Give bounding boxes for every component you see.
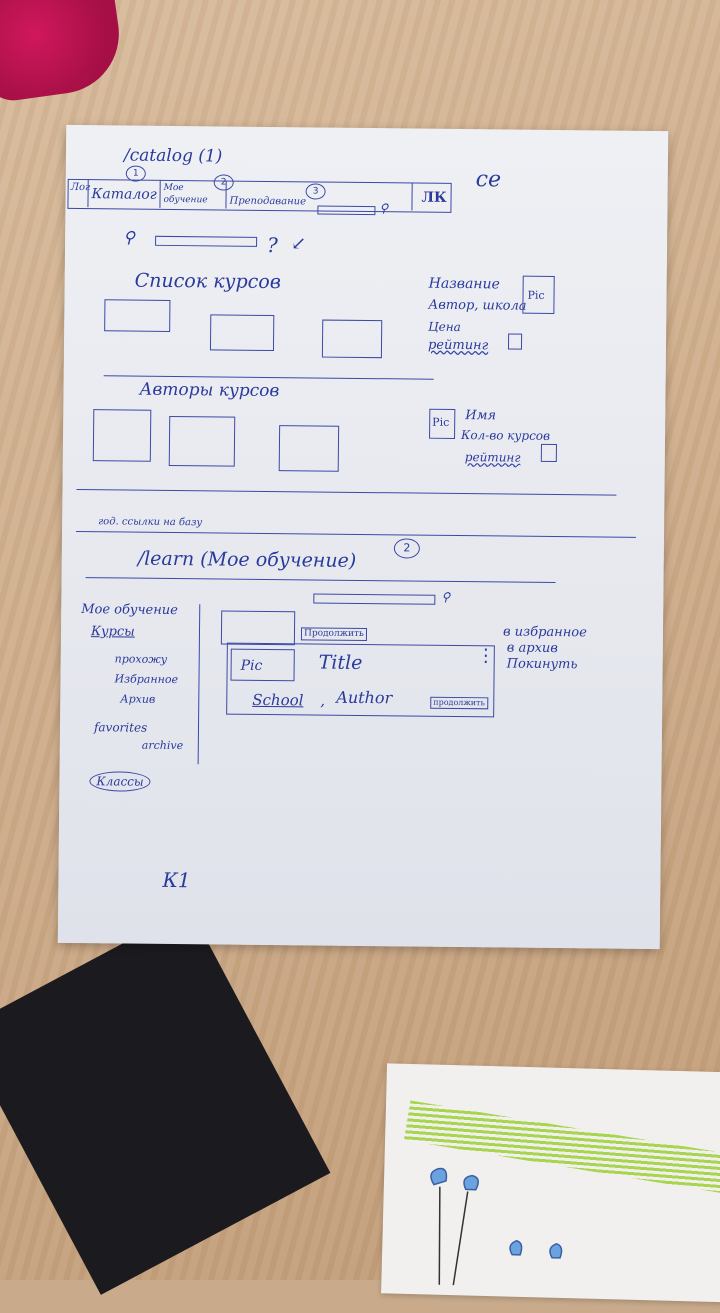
section-divider	[85, 577, 556, 584]
learning-card-separator: ,	[320, 691, 326, 710]
child-drawing	[381, 1063, 720, 1303]
search-icon[interactable]: ⚲	[379, 201, 389, 216]
section-divider	[76, 530, 637, 538]
context-menu-favorites[interactable]: в избранное	[502, 624, 587, 641]
nav-teaching[interactable]: Преподавание	[229, 195, 307, 208]
page-mark: К1	[162, 867, 191, 893]
footer-note: год. ссылки на базу	[98, 516, 203, 529]
course-card-price: Цена	[428, 319, 461, 335]
nav-catalog[interactable]: Каталог	[91, 186, 157, 203]
course-card-name: Название	[428, 275, 500, 293]
sidebar-divider	[197, 604, 201, 765]
sidebar-item-favorites-en[interactable]: favorites	[93, 720, 148, 735]
continue-button[interactable]: Продолжить	[300, 627, 367, 642]
sidebar-title: Мое обучение	[81, 602, 178, 619]
context-menu-archive[interactable]: в архив	[506, 640, 558, 657]
nav-num-2: 2	[213, 174, 234, 191]
learn-search-input[interactable]	[313, 593, 436, 605]
learn-route-num: 2	[393, 538, 420, 559]
signature: ce	[475, 167, 502, 193]
course-card-rating-box	[507, 333, 523, 350]
learning-card-continue[interactable]: продолжить	[430, 696, 488, 710]
course-card-placeholder[interactable]	[104, 299, 171, 332]
course-card-placeholder[interactable]	[209, 314, 275, 352]
sidebar-item-classes[interactable]: Классы	[89, 771, 151, 792]
arrow-icon: ↙	[290, 233, 307, 255]
nav-num-3: 3	[305, 183, 326, 200]
course-card-pic-label: Pic	[527, 288, 545, 302]
sidebar-item-archive-en[interactable]: archive	[141, 738, 184, 753]
catalog-search-input[interactable]	[155, 235, 258, 247]
nav-my-learning-line1[interactable]: Мое	[163, 182, 184, 194]
search-icon[interactable]: ⚲	[123, 227, 135, 247]
course-card-author: Автор, школа	[428, 297, 527, 314]
author-card-placeholder[interactable]	[168, 415, 236, 467]
nav-account[interactable]: ЛК	[421, 189, 447, 206]
search-icon[interactable]: ⚲	[441, 589, 451, 604]
author-card-pic-label: Pic	[432, 415, 450, 429]
learning-card-pic-label: Pic	[240, 657, 263, 674]
nav-num-1: 1	[125, 165, 146, 182]
paper-sheet: /catalog (1) ce Лог 1 Каталог 2 Мое обуч…	[57, 124, 669, 950]
sidebar-item-favorites-ru[interactable]: Избранное	[114, 672, 179, 687]
section-divider	[76, 488, 617, 496]
author-card-placeholder[interactable]	[92, 409, 152, 462]
author-card-placeholder[interactable]	[278, 425, 340, 472]
author-card-rating-box	[540, 443, 557, 463]
sidebar-item-archive-ru[interactable]: Архив	[120, 692, 156, 706]
learning-card-school: School	[252, 690, 304, 710]
learning-card-author: Author	[336, 687, 393, 708]
author-card-name: Имя	[465, 408, 497, 424]
sidebar-item-courses[interactable]: Курсы	[90, 624, 135, 640]
sidebar-item-passed[interactable]: прохожу	[114, 652, 168, 666]
course-card-placeholder[interactable]	[220, 610, 296, 646]
nav-search-input[interactable]	[317, 205, 376, 216]
learning-card-title: Title	[318, 651, 363, 674]
courses-heading: Список курсов	[134, 269, 281, 294]
search-question: ?	[266, 232, 278, 258]
nav-my-learning-line2[interactable]: обучение	[163, 194, 208, 206]
context-menu-leave[interactable]: Покинуть	[506, 656, 578, 673]
learn-route: /learn (Мое обучение)	[137, 547, 357, 572]
catalog-route: /catalog (1)	[123, 145, 223, 167]
author-card-rating: рейтинг	[464, 450, 521, 465]
flower-sketch	[430, 1167, 563, 1286]
authors-heading: Авторы курсов	[139, 379, 280, 402]
course-card-placeholder[interactable]	[321, 319, 383, 359]
course-card-rating: рейтинг	[427, 337, 489, 354]
author-card-course-count: Кол-во курсов	[460, 428, 551, 443]
learning-card-menu-icon[interactable]: ⋮	[476, 645, 495, 667]
